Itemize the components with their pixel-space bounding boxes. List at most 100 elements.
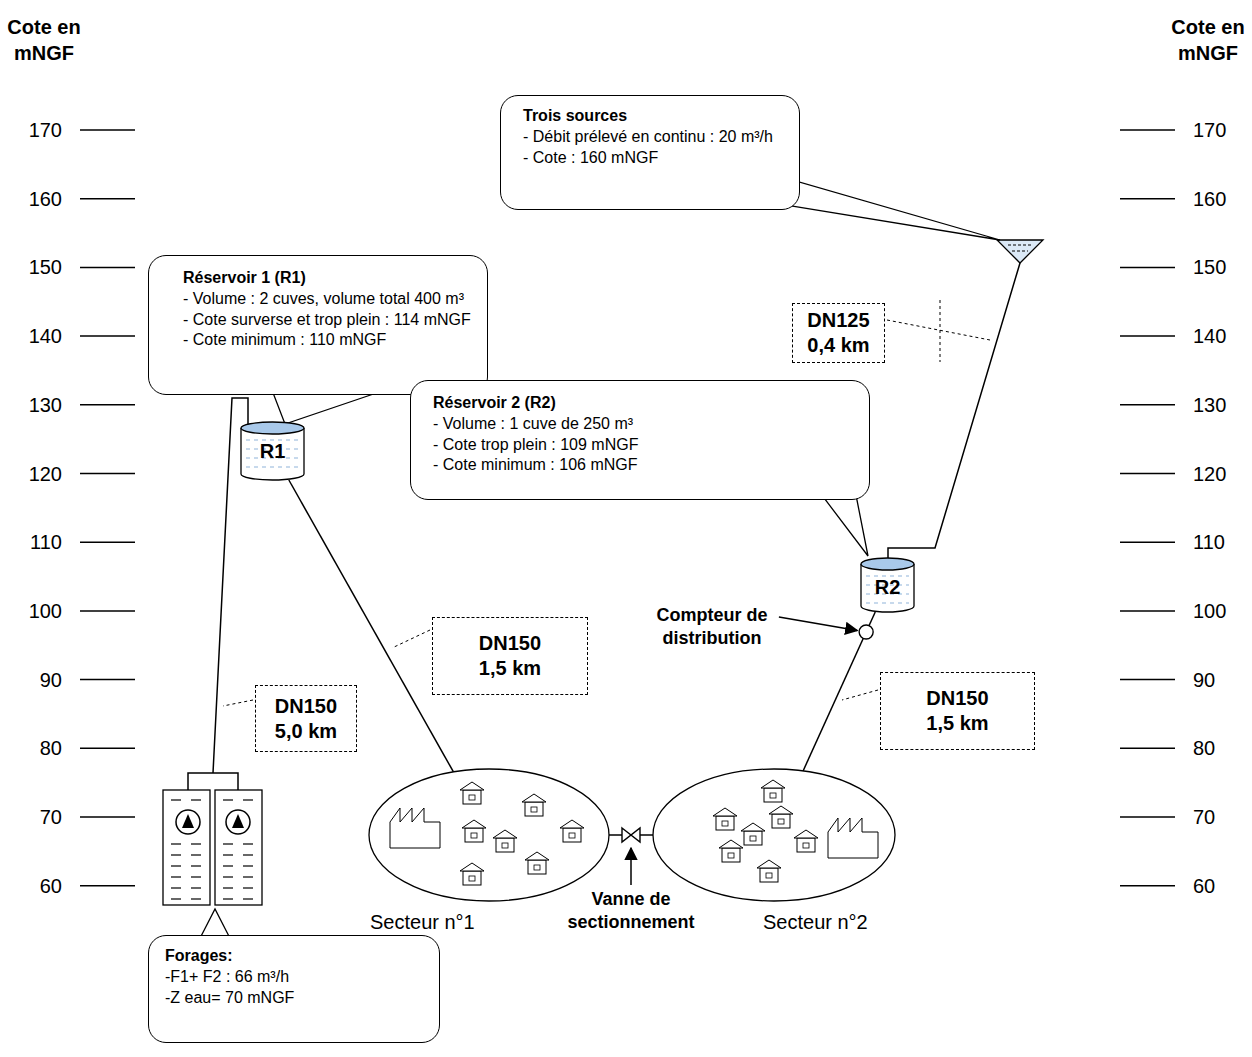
tick	[1120, 748, 1175, 750]
callout-box: Trois sources- Débit prélevé en continu …	[500, 95, 800, 210]
tank-water	[246, 467, 299, 468]
water-dash	[223, 876, 233, 877]
tick	[80, 473, 135, 475]
house-window	[722, 821, 728, 826]
axis-tick-label: 60	[10, 874, 62, 898]
axis-tick-label: 90	[1193, 668, 1245, 692]
house	[496, 838, 514, 852]
pump	[176, 810, 200, 834]
callout-box: Forages:-F1+ F2 : 66 m³/h-Z eau= 70 mNGF	[148, 935, 440, 1043]
house-roof	[741, 823, 765, 831]
node-label: DN150 5,0 km	[266, 694, 346, 744]
tick	[80, 541, 135, 543]
water-dash	[171, 854, 181, 855]
well	[163, 790, 210, 905]
axis-tick-label: 150	[10, 255, 62, 279]
house	[764, 788, 782, 802]
house-roof	[713, 808, 737, 816]
house	[760, 868, 778, 882]
callout-heading: Trois sources	[523, 106, 789, 127]
node-label: Secteur n°1	[370, 911, 475, 934]
house-roof	[493, 830, 517, 838]
tick	[1120, 816, 1175, 818]
node-label: DN150 1,5 km	[918, 686, 998, 736]
water-dash	[191, 843, 201, 844]
pipe-spec-box: DN150 1,5 km	[880, 672, 1035, 750]
tick	[1120, 335, 1175, 337]
axis-tick-label: 170	[10, 118, 62, 142]
house-roof	[460, 782, 484, 790]
callout-heading: Réservoir 1 (R1)	[183, 268, 477, 289]
house-window	[569, 833, 575, 838]
axis-tick-label: 140	[1193, 324, 1245, 348]
axis-title: Cote en mNGF	[1166, 14, 1250, 66]
sector-ellipse	[369, 769, 609, 901]
sector-ellipse	[653, 769, 895, 901]
water-dash	[171, 898, 181, 899]
callout-line: -Z eau= 70 mNGF	[165, 988, 429, 1009]
water-dash	[171, 887, 181, 888]
house-roof	[719, 840, 743, 848]
water-dash	[223, 898, 233, 899]
water-dash	[223, 854, 233, 855]
axis-tick-label: 70	[1193, 805, 1245, 829]
tick	[1120, 129, 1175, 131]
factory	[390, 808, 440, 848]
house	[744, 831, 762, 845]
axis-tick-label: 120	[1193, 462, 1245, 486]
axis-ticks	[80, 130, 1175, 886]
pipe-spec-box: DN125 0,4 km	[792, 303, 885, 363]
house-roof	[560, 820, 584, 828]
sector-outline	[368, 768, 610, 908]
tick	[1120, 473, 1175, 475]
water-dash	[243, 876, 253, 877]
house	[772, 814, 790, 828]
callout-line: - Volume : 2 cuves, volume total 400 m³	[183, 289, 477, 310]
well	[215, 790, 262, 905]
callout-line: - Cote trop plein : 109 mNGF	[433, 435, 859, 456]
callout-line: - Volume : 1 cuve de 250 m³	[433, 414, 859, 435]
axis-tick-label: 130	[1193, 393, 1245, 417]
tick	[1120, 885, 1175, 887]
tick	[80, 335, 135, 337]
water-dash	[243, 843, 253, 844]
house	[525, 802, 543, 816]
pipe-connector	[803, 612, 875, 771]
tick	[1120, 610, 1175, 612]
pipe	[888, 263, 1020, 566]
water-dash	[223, 865, 233, 866]
axis-tick-label: 160	[10, 187, 62, 211]
house-window	[770, 793, 776, 798]
axis-tick-label: 90	[10, 668, 62, 692]
callout-heading: Réservoir 2 (R2)	[433, 393, 859, 414]
tick	[1120, 541, 1175, 543]
source-basin	[997, 240, 1043, 263]
house-roof	[460, 863, 484, 871]
axis-tick-label: 80	[1193, 736, 1245, 760]
house-window	[778, 819, 784, 824]
tank-body	[861, 564, 914, 612]
water-dash	[191, 887, 201, 888]
meter-label: Compteur de distribution	[647, 604, 777, 651]
water-dash	[243, 854, 253, 855]
callout-line: - Cote surverse et trop plein : 114 mNGF	[183, 310, 477, 331]
meter-arrow	[779, 617, 857, 630]
callout-heading: Forages:	[165, 946, 429, 967]
house-roof	[761, 780, 785, 788]
axis-tick-label: 110	[1193, 530, 1245, 554]
tick	[80, 816, 135, 818]
water-dash	[191, 854, 201, 855]
node-label: DN150 1,5 km	[470, 631, 550, 681]
sector-outline	[652, 768, 896, 908]
house-window	[469, 795, 475, 800]
house-roof	[525, 852, 549, 860]
axis-tick-label: 110	[10, 530, 62, 554]
axis-tick-label: 130	[10, 393, 62, 417]
node-label: R1	[240, 440, 305, 463]
axis-tick-label: 80	[10, 736, 62, 760]
callout-line: - Cote minimum : 106 mNGF	[433, 455, 859, 476]
tick	[80, 129, 135, 131]
water-dash	[171, 865, 181, 866]
house-window	[534, 865, 540, 870]
water-dash	[243, 898, 253, 899]
